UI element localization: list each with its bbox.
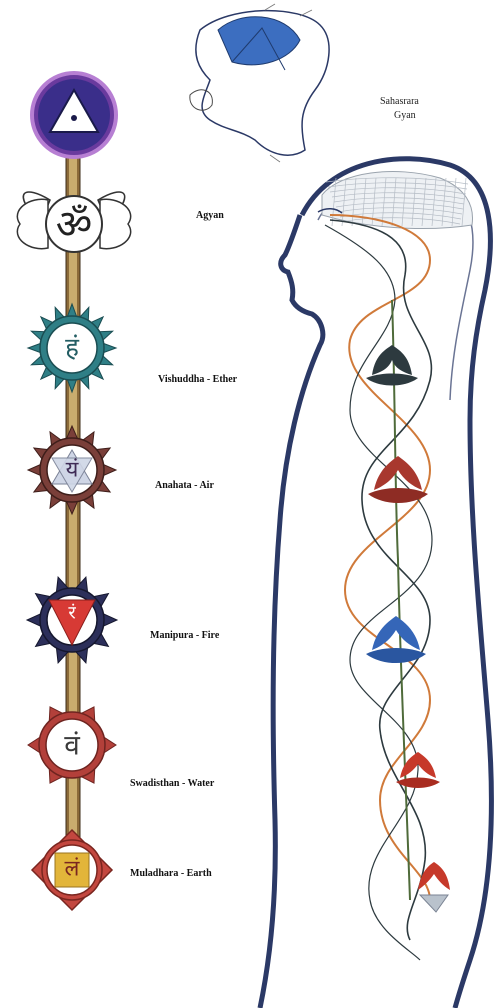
agya-glyph: ॐ [56, 202, 92, 248]
muladhara-glyph: लं [65, 857, 81, 882]
lotus-navel-icon [366, 616, 426, 663]
label-sahasrara-gyan: Gyan [394, 110, 416, 121]
agya-chakra-icon: ॐ [17, 192, 130, 252]
manipura-glyph: रं [68, 603, 76, 624]
label-swadisthan: Swadisthan - Water [130, 778, 215, 789]
crown-inset-illustration [190, 4, 329, 162]
body-silhouette [260, 159, 491, 1008]
vishuddha-glyph: हं [65, 333, 80, 363]
label-vishuddha: Vishuddha - Ether [158, 374, 238, 385]
crown-chakra-icon [32, 73, 116, 157]
anahata-chakra-icon: यं [28, 426, 116, 514]
label-anahata: Anahata - Air [155, 480, 214, 491]
muladhara-chakra-icon: लं [32, 830, 112, 910]
lotus-heart-icon [368, 456, 428, 503]
label-manipura: Manipura - Fire [150, 630, 220, 641]
label-agya: Agyan [196, 210, 224, 221]
label-muladhara: Muladhara - Earth [130, 868, 212, 879]
label-sahasrara: Sahasrara [380, 96, 419, 107]
chakra-spine [66, 150, 80, 890]
anahata-glyph: यं [66, 458, 80, 483]
nadi-channels [325, 215, 432, 960]
swadisthan-glyph: वं [64, 729, 80, 762]
vishuddha-chakra-icon: हं [28, 304, 116, 392]
swadisthan-chakra-icon: वं [28, 707, 116, 783]
lotus-throat-icon [366, 345, 418, 386]
manipura-chakra-icon: रं [27, 577, 117, 663]
